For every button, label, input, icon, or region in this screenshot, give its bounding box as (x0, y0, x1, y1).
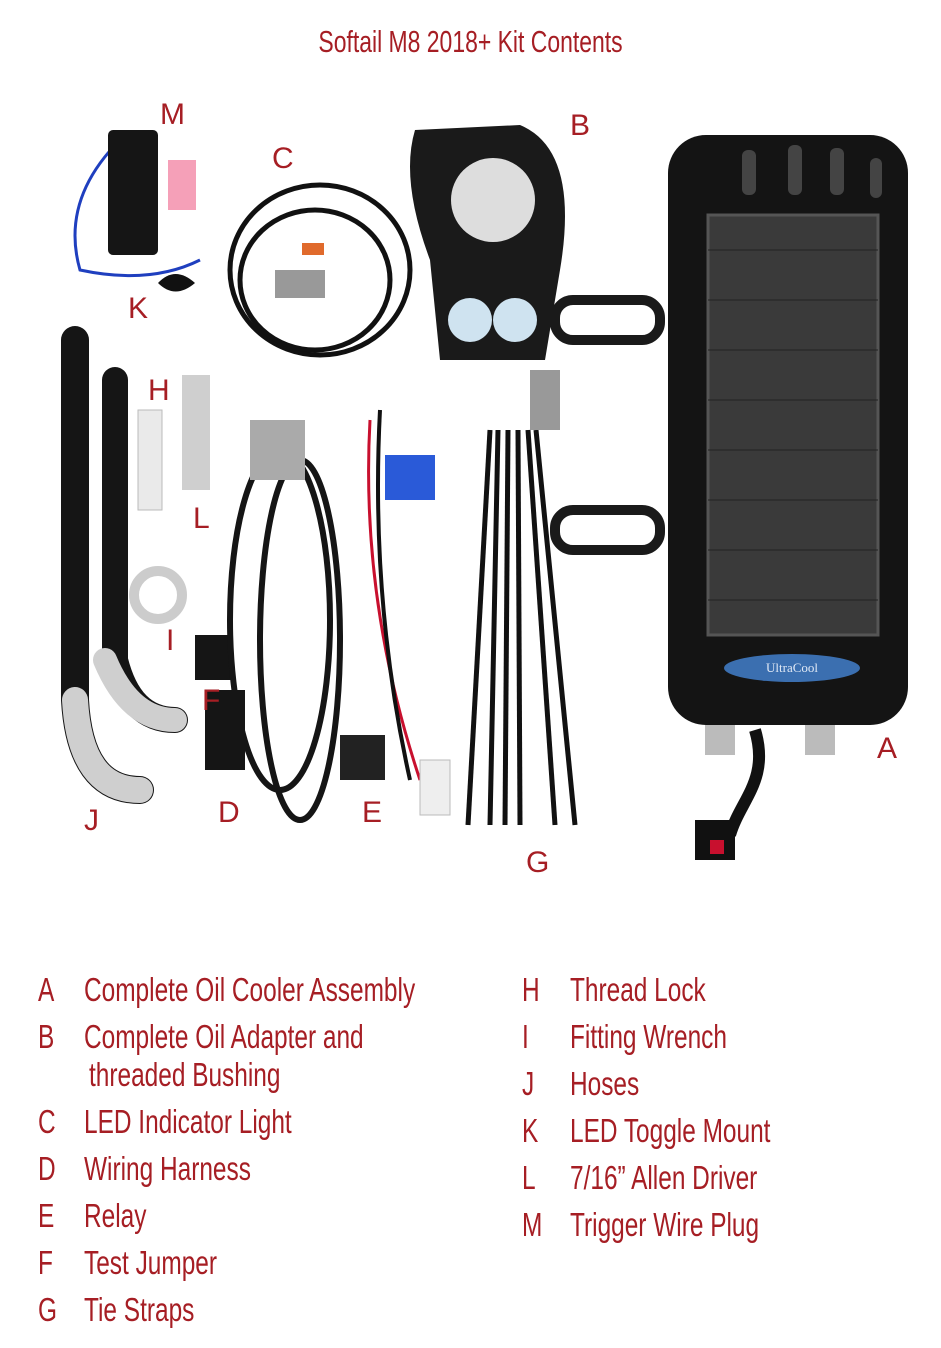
page-title: Softail M8 2018+ Kit Contents (318, 24, 623, 59)
label-l: L (193, 502, 210, 535)
label-h: H (148, 374, 170, 407)
thread-lock (137, 409, 163, 511)
oil-cooler-assembly: UltraCool (550, 135, 908, 860)
relay (340, 409, 451, 816)
label-j: J (84, 804, 99, 837)
oil-adapter (410, 125, 565, 360)
hoses (61, 326, 188, 804)
label-i: I (166, 624, 174, 657)
kit-photo: UltraCool (61, 98, 908, 879)
label-g: G (526, 846, 549, 879)
ultracool-badge: UltraCool (766, 660, 818, 675)
tie-straps (465, 370, 578, 826)
label-m: M (160, 98, 185, 131)
fitting-wrench (129, 566, 187, 624)
led-toggle-mount (158, 274, 195, 292)
allen-driver (182, 375, 210, 490)
label-f: F (202, 684, 220, 717)
label-b: B (570, 109, 590, 142)
label-k: K (128, 292, 148, 325)
led-indicator-light (227, 182, 413, 358)
label-d: D (218, 796, 240, 829)
trigger-wire-plug (73, 130, 201, 278)
test-jumper (195, 635, 233, 680)
label-a: A (877, 732, 897, 765)
label-c: C (272, 142, 294, 175)
label-e: E (362, 796, 382, 829)
wiring-harness (205, 420, 343, 823)
